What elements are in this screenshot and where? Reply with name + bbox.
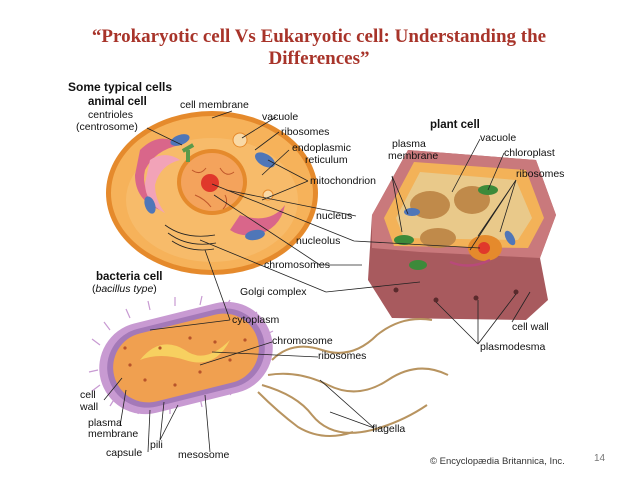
- plant-cell-heading: plant cell: [430, 119, 480, 131]
- label-bacteria-cell: cell: [80, 389, 96, 401]
- plasmodesma-pore-3: [473, 295, 479, 301]
- bacteria-ribosomes: [123, 336, 247, 387]
- animal-mitochondrion-4: [245, 229, 265, 241]
- diagram-heading: Some typical cells: [68, 80, 172, 94]
- label-animal-ribosomes: ribosomes: [281, 126, 329, 138]
- animal-cell-heading: animal cell: [88, 96, 147, 108]
- nucleolus: [201, 174, 219, 192]
- plant-cell-illustration: [368, 150, 556, 320]
- centriole-2: [186, 150, 190, 162]
- bacteria-chromosome: [140, 340, 230, 363]
- label-bacteria-wall: wall: [79, 401, 98, 413]
- label-pili: pili: [150, 439, 163, 451]
- plant-nucleolus: [478, 242, 490, 254]
- label-cytoplasm: cytoplasm: [232, 314, 280, 326]
- title-line-1: “Prokaryotic cell Vs Eukaryotic cell: Un…: [91, 26, 547, 47]
- label-reticulum: reticulum: [305, 154, 348, 166]
- label-centrioles: centrioles: [88, 109, 133, 121]
- label-cell-membrane: cell membrane: [180, 99, 249, 111]
- plant-mitochondrion-2: [504, 230, 516, 246]
- label-centrosome: (centrosome): [76, 121, 138, 133]
- label-cell-wall: cell wall: [512, 321, 549, 333]
- golgi-stack-3: [171, 240, 215, 251]
- label-plant-membrane: membrane: [388, 150, 438, 162]
- chloroplast-3: [409, 260, 427, 270]
- plant-golgi: [449, 258, 491, 267]
- bacteria-cell-heading: bacteria cell: [96, 271, 162, 283]
- label-plant-vacuole: vacuole: [480, 132, 516, 144]
- plasmodesma-pore-1: [393, 287, 399, 293]
- centriole-1: [181, 143, 195, 153]
- slide-title: “Prokaryotic cell Vs Eukaryotic cell: Un…: [20, 26, 618, 70]
- label-bacteria-ribosomes: ribosomes: [318, 350, 366, 362]
- plasmodesma-pore-4: [513, 289, 519, 295]
- label-mesosome: mesosome: [178, 449, 230, 461]
- label-animal-vacuole: vacuole: [262, 111, 298, 123]
- animal-vacuole: [232, 132, 248, 148]
- label-plasmodesma: plasmodesma: [480, 341, 546, 353]
- rough-er-inner: [145, 155, 180, 213]
- label-chloroplast: chloroplast: [504, 147, 555, 159]
- animal-mitochondrion-1: [170, 134, 190, 146]
- diagram-labels: Some typical cells animal cell centriole…: [68, 80, 565, 467]
- animal-mitochondrion-2: [255, 152, 275, 168]
- label-mitochondrion: mitochondrion: [310, 175, 376, 187]
- bacteria-cell-illustration: [88, 295, 449, 437]
- page-number: 14: [594, 453, 606, 464]
- animal-cell-illustration: [106, 111, 318, 275]
- plasmodesma-pore-2: [433, 297, 439, 303]
- label-endoplasmic: endoplasmic: [292, 142, 351, 154]
- plant-vacuole-lobe-3: [420, 228, 456, 248]
- animal-mitochondrion-3: [144, 196, 156, 214]
- smooth-er: [230, 205, 285, 236]
- title-line-2: Differences”: [268, 48, 370, 69]
- label-nucleus: nucleus: [316, 210, 352, 222]
- golgi-stack-2: [167, 232, 217, 245]
- chromatin: [191, 167, 235, 210]
- label-golgi-complex: Golgi complex: [240, 286, 307, 298]
- label-plant-plasma: plasma: [392, 138, 426, 150]
- copyright-credit: © Encyclopædia Britannica, Inc.: [430, 456, 565, 467]
- golgi-stack-1: [164, 224, 216, 237]
- label-plant-ribosomes: ribosomes: [516, 168, 564, 180]
- label-bacteria-plasma: plasma: [88, 417, 122, 429]
- label-nucleolus: nucleolus: [296, 235, 340, 247]
- leader-lines: [103, 110, 531, 453]
- label-bacteria-membrane: membrane: [88, 428, 138, 440]
- label-chromosomes: chromosomes: [264, 259, 330, 271]
- chloroplast-1: [394, 235, 414, 245]
- flagella-group: [257, 318, 449, 437]
- label-flagella: flagella: [372, 423, 405, 435]
- label-bacillus-type: (bacillus type): [92, 283, 157, 295]
- label-capsule: capsule: [106, 447, 142, 459]
- label-bacteria-chromosome: chromosome: [272, 335, 333, 347]
